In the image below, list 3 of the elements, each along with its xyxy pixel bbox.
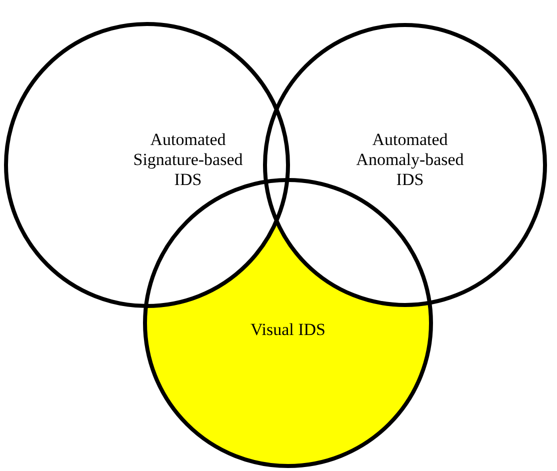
circle-label: Automated Anomaly-based IDS bbox=[355, 130, 465, 190]
circle-label: Visual IDS bbox=[249, 320, 326, 340]
circle-label: Automated Signature-based IDS bbox=[132, 130, 244, 190]
